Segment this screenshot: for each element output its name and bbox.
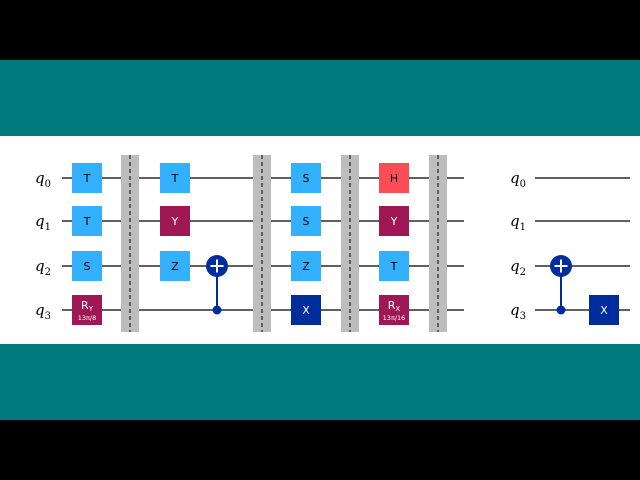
left-gate-label-8: S [303, 215, 310, 228]
left-cnot-0 [206, 255, 228, 315]
left-gate-12: Y [379, 206, 409, 236]
left-qubit-label-3: q3 [35, 301, 51, 322]
right-cnot-0 [550, 255, 572, 315]
bottom-teal-band [0, 344, 640, 420]
left-gate-label-11: H [390, 172, 398, 185]
left-gate-11: H [379, 163, 409, 193]
left-gate-box-6 [160, 251, 190, 281]
left-gate-box-12 [379, 206, 409, 236]
left-gate-9: Z [291, 251, 321, 281]
top-teal-band [0, 60, 640, 136]
left-gate-label-2: S [84, 260, 91, 273]
left-qubit-index-3: 3 [45, 311, 51, 322]
left-gate-box-5 [160, 206, 190, 236]
left-gate-0: T [72, 163, 102, 193]
left-qubit-label-0: q0 [35, 169, 51, 190]
left-gate-5: Y [160, 206, 190, 236]
left-gate-box-11 [379, 163, 409, 193]
barrier-0 [121, 155, 139, 332]
right-qubit-label-0: q0 [510, 169, 526, 190]
left-gate-label-1: T [83, 215, 91, 228]
left-gate-1: T [72, 206, 102, 236]
left-gate-label-9: Z [302, 260, 310, 273]
left-gate-8: S [291, 206, 321, 236]
left-gate-box-13 [379, 251, 409, 281]
left-gate-box-4 [160, 163, 190, 193]
barrier-3 [429, 155, 447, 332]
left-gate-box-8 [291, 206, 321, 236]
left-gate-label-12: Y [390, 215, 398, 228]
left-gate-sub-14: X [395, 305, 400, 313]
left-qubit-index-1: 1 [45, 222, 51, 233]
left-gate-13: T [379, 251, 409, 281]
left-gate-label-7: S [303, 172, 310, 185]
right-qubit-index-0: 0 [520, 179, 526, 190]
top-black-bar [0, 0, 640, 60]
left-gate-2: S [72, 251, 102, 281]
right-qubit-index-3: 3 [520, 311, 526, 322]
right-qubit-label-3: q3 [510, 301, 526, 322]
left-gate-sub-3: Y [88, 305, 94, 313]
left-gate-box-3 [72, 295, 102, 325]
barrier-1 [253, 155, 271, 332]
left-gate-label-13: T [390, 260, 398, 273]
left-gate-box-2 [72, 251, 102, 281]
left-gate-box-7 [291, 163, 321, 193]
left-gate-label-10: X [302, 304, 310, 317]
barrier-2 [341, 155, 359, 332]
left-gate-box-14 [379, 295, 409, 325]
right-gate-0: X [589, 295, 619, 325]
right-qubit-index-1: 1 [520, 222, 526, 233]
left-gate-6: Z [160, 251, 190, 281]
right-gate-label-0: X [600, 304, 608, 317]
left-qubit-label-2: q2 [35, 257, 51, 278]
right-cnot-control-0 [556, 305, 566, 315]
left-qubit-label-1: q1 [35, 212, 51, 233]
left-gate-box-10 [291, 295, 321, 325]
left-gate-param-14: 13π/16 [383, 314, 406, 322]
bottom-black-bar [0, 420, 640, 480]
left-gate-4: T [160, 163, 190, 193]
left-gate-label-4: T [171, 172, 179, 185]
right-qubit-index-2: 2 [520, 267, 526, 278]
left-gate-box-1 [72, 206, 102, 236]
left-gate-label-0: T [83, 172, 91, 185]
right-gate-box-0 [589, 295, 619, 325]
left-qubit-index-2: 2 [45, 267, 51, 278]
left-gate-box-0 [72, 163, 102, 193]
left-gate-7: S [291, 163, 321, 193]
left-qubit-index-0: 0 [45, 179, 51, 190]
left-gate-label-5: Y [171, 215, 179, 228]
right-qubit-label-2: q2 [510, 257, 526, 278]
left-cnot-control-0 [212, 305, 222, 315]
left-gate-param-3: 13π/8 [78, 314, 97, 322]
left-gate-box-9 [291, 251, 321, 281]
right-qubit-label-1: q1 [510, 212, 526, 233]
left-gate-10: X [291, 295, 321, 325]
left-gate-label-6: Z [171, 260, 179, 273]
